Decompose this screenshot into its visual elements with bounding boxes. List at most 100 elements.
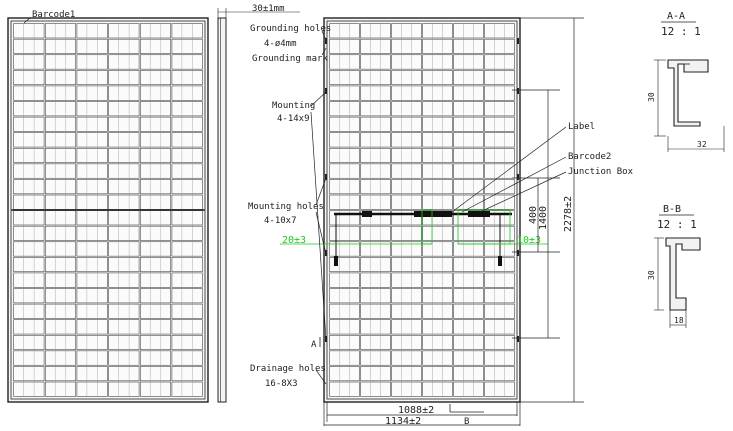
front-cell [139, 366, 172, 382]
front-cell [13, 54, 45, 70]
rear-cell [391, 381, 422, 397]
front-cell [13, 272, 45, 288]
front-cell [108, 194, 140, 210]
rear-cell [329, 225, 360, 241]
mounting-spec: 4-14x9 [277, 114, 310, 124]
rear-cell [360, 381, 391, 397]
rear-cell [329, 116, 360, 132]
front-cell [44, 241, 77, 257]
mounting-hole-ml [325, 174, 327, 180]
rear-cell [391, 147, 422, 163]
rear-cell [453, 179, 484, 195]
front-cell [139, 163, 172, 179]
front-cell [171, 147, 203, 163]
rear-cell [453, 116, 484, 132]
front-cell [139, 288, 172, 304]
front-cell [171, 132, 203, 148]
section-a-detail: A-A 12 : 1 30 32 [647, 11, 725, 152]
rear-cell [484, 85, 515, 101]
mounting-hole-mr [517, 174, 519, 180]
drainage-holes-label: Drainage holes [250, 364, 326, 374]
rear-cell [360, 38, 391, 54]
rear-cell [391, 288, 422, 304]
front-cell [108, 147, 140, 163]
front-cell [171, 101, 203, 117]
front-cell [76, 334, 108, 350]
rear-cell [329, 241, 360, 257]
front-cell [44, 163, 77, 179]
rear-cell [453, 163, 484, 179]
front-cell [139, 319, 172, 335]
front-cell [171, 23, 203, 39]
front-cell [139, 225, 172, 241]
front-cell [139, 381, 172, 397]
front-cell [171, 366, 203, 382]
rear-cell [453, 85, 484, 101]
mounting-holes-leader-top [315, 177, 327, 206]
front-cell [108, 132, 140, 148]
rear-cell [484, 132, 515, 148]
rear-cell [391, 194, 422, 210]
front-cell [139, 132, 172, 148]
front-cell [44, 70, 77, 86]
section-b-title: B-B [663, 204, 681, 215]
front-cell [108, 334, 140, 350]
front-cell [13, 132, 45, 148]
rear-cell [329, 272, 360, 288]
front-cell [139, 303, 172, 319]
side-profile [217, 17, 227, 403]
front-cell [108, 366, 140, 382]
junction-box-left [362, 211, 372, 217]
rear-cell [453, 350, 484, 366]
front-cell [76, 38, 108, 54]
left-cable-dim: 20±3 [282, 235, 306, 246]
front-cell [44, 257, 77, 273]
junction-box-callout: Junction Box [568, 167, 634, 177]
rear-cell [360, 366, 391, 382]
grounding-mark-label: Grounding mark [252, 54, 328, 64]
front-cell [76, 85, 108, 101]
section-b-profile [665, 237, 701, 311]
junction-box-right [468, 211, 490, 217]
front-cell [13, 225, 45, 241]
front-cell [76, 257, 108, 273]
rear-cell [422, 381, 453, 397]
rear-cell [391, 334, 422, 350]
front-cell [108, 288, 140, 304]
drainage-holes-spec: 16-8X3 [265, 379, 298, 389]
section-a-width-dim: 32 [697, 140, 707, 149]
rear-cell [360, 147, 391, 163]
rear-cell [329, 163, 360, 179]
front-cell [76, 241, 108, 257]
grounding-hole-tr [517, 38, 519, 44]
rear-cell [360, 163, 391, 179]
rear-cell [391, 366, 422, 382]
front-cell [139, 210, 172, 226]
mounting-holes-leader-bottom [315, 211, 327, 255]
front-cell [108, 54, 140, 70]
front-cell [13, 366, 45, 382]
rear-cell [453, 366, 484, 382]
front-cell [108, 225, 140, 241]
front-cell [108, 163, 140, 179]
rear-cell [329, 179, 360, 195]
front-cell [13, 116, 45, 132]
rear-cell [484, 147, 515, 163]
front-cell [13, 257, 45, 273]
rear-cell [360, 85, 391, 101]
rear-cell [329, 54, 360, 70]
front-cell [171, 303, 203, 319]
grounding-hole-tl [325, 38, 327, 44]
rear-cell [422, 38, 453, 54]
front-cell [139, 85, 172, 101]
rear-cell [453, 132, 484, 148]
front-cell [108, 319, 140, 335]
front-cell [13, 179, 45, 195]
front-cell [108, 85, 140, 101]
front-cell [44, 350, 77, 366]
front-cell [13, 147, 45, 163]
rear-cell [360, 101, 391, 117]
rear-cell [453, 54, 484, 70]
